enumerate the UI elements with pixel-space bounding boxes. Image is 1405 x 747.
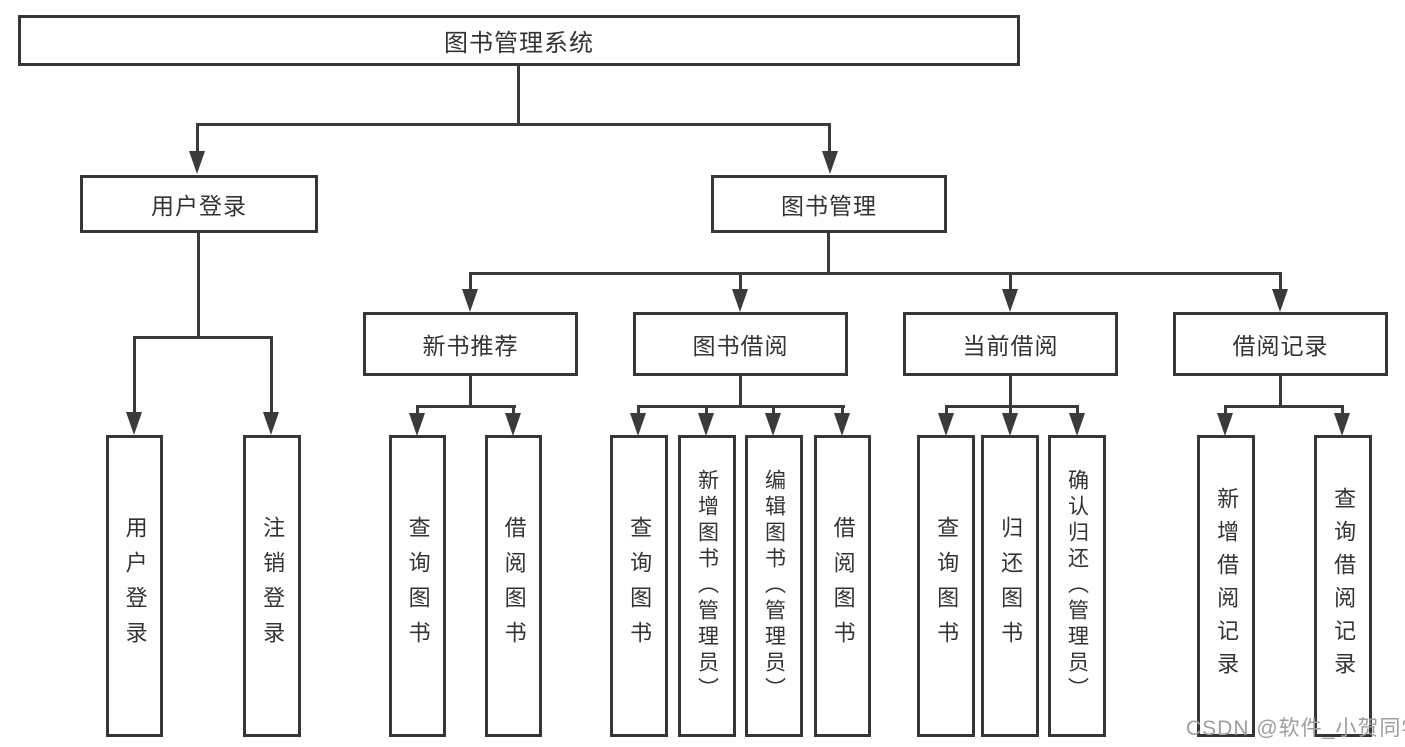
leaf-query-books: 查询图书 <box>610 435 668 737</box>
leaf-label: 新增借阅记录 <box>1214 487 1240 685</box>
node-borrowing-records: 借阅记录 <box>1173 312 1388 376</box>
arrow-down-icon <box>1069 413 1085 436</box>
leaf-label: 查询借阅记录 <box>1331 487 1357 685</box>
connector-line <box>637 405 640 415</box>
leaf-label: 新增图书（管理员） <box>695 469 719 703</box>
leaf-add-book-admin: 新增图书（管理员） <box>678 435 736 737</box>
connector-line <box>772 405 775 415</box>
leaf-borrow-books: 借阅图书 <box>485 435 542 737</box>
connector-line <box>1341 405 1344 415</box>
leaf-label: 查询图书 <box>934 516 960 656</box>
connector-line <box>416 405 419 415</box>
connector-line <box>739 376 742 408</box>
arrow-down-icon <box>938 413 954 436</box>
connector-line <box>827 233 830 275</box>
arrow-down-icon <box>1217 413 1233 436</box>
node-new-book-recommendation: 新书推荐 <box>363 312 578 376</box>
leaf-label: 用户登录 <box>122 516 148 656</box>
arrow-down-icon <box>732 289 748 312</box>
connector-line <box>945 405 1079 408</box>
leaf-label: 查询图书 <box>627 516 653 656</box>
leaf-query-books: 查询图书 <box>917 435 975 737</box>
node-current-borrowing: 当前借阅 <box>903 312 1118 376</box>
leaf-query-borrow-record: 查询借阅记录 <box>1314 435 1372 737</box>
leaf-borrow-books: 借阅图书 <box>814 435 871 737</box>
arrow-down-icon <box>765 413 781 436</box>
connector-line <box>1009 405 1012 415</box>
arrow-down-icon <box>409 413 425 436</box>
arrow-down-icon <box>630 413 646 436</box>
watermark-text: CSDN @软件_小贺同学 <box>1186 717 1405 740</box>
connector-line <box>841 405 844 415</box>
leaf-logout: 注销登录 <box>243 435 301 737</box>
connector-line <box>512 405 515 415</box>
connector-line <box>1279 376 1282 408</box>
arrow-down-icon <box>1002 413 1018 436</box>
connector-line <box>133 336 136 414</box>
connector-line <box>469 376 472 408</box>
node-label: 当前借阅 <box>962 333 1059 359</box>
leaf-label: 确认归还（管理员） <box>1065 469 1089 703</box>
node-library-system: 图书管理系统 <box>18 15 1020 66</box>
leaf-label: 归还图书 <box>998 516 1024 656</box>
arrow-down-icon <box>834 413 850 436</box>
node-label: 借阅记录 <box>1232 333 1329 359</box>
leaf-edit-book-admin: 编辑图书（管理员） <box>745 435 803 737</box>
arrow-down-icon <box>189 151 205 174</box>
connector-line <box>517 66 520 123</box>
leaf-add-borrow-record: 新增借阅记录 <box>1197 435 1255 737</box>
leaf-label: 借阅图书 <box>830 516 856 656</box>
node-label: 新书推荐 <box>422 333 519 359</box>
leaf-label: 注销登录 <box>260 516 286 656</box>
node-user-login: 用户登录 <box>80 175 318 233</box>
connector-line <box>1009 376 1012 408</box>
connector-line <box>1224 405 1344 408</box>
connector-line <box>739 272 742 291</box>
node-label: 用户登录 <box>151 193 247 219</box>
leaf-label: 借阅图书 <box>501 516 527 656</box>
leaf-user-login: 用户登录 <box>106 435 163 737</box>
leaf-label: 编辑图书（管理员） <box>762 469 786 703</box>
node-label: 图书管理系统 <box>444 30 594 57</box>
connector-line <box>416 405 516 408</box>
arrow-down-icon <box>263 412 279 435</box>
leaf-query-books: 查询图书 <box>389 435 446 737</box>
node-label: 图书借阅 <box>692 333 789 359</box>
connector-line <box>1009 272 1012 291</box>
arrow-down-icon <box>462 289 478 312</box>
connector-line <box>705 405 708 415</box>
connector-line <box>270 336 273 414</box>
node-label: 图书管理 <box>781 193 877 219</box>
connector-line <box>637 405 845 408</box>
arrow-down-icon <box>1002 289 1018 312</box>
leaf-label: 查询图书 <box>405 516 431 656</box>
leaf-return-book: 归还图书 <box>981 435 1039 737</box>
connector-line <box>196 123 831 126</box>
connector-line <box>197 233 200 337</box>
leaf-confirm-return-admin: 确认归还（管理员） <box>1048 435 1106 737</box>
arrow-down-icon <box>1334 413 1350 436</box>
connector-line <box>196 123 199 153</box>
node-book-management: 图书管理 <box>711 175 947 233</box>
connector-line <box>1076 405 1079 415</box>
node-book-borrowing: 图书借阅 <box>633 312 848 376</box>
connector-line <box>1224 405 1227 415</box>
arrow-down-icon <box>126 412 142 435</box>
connector-line <box>828 123 831 153</box>
arrow-down-icon <box>505 413 521 436</box>
connector-line <box>469 272 1281 275</box>
arrow-down-icon <box>698 413 714 436</box>
connector-line <box>945 405 948 415</box>
arrow-down-icon <box>822 151 838 174</box>
connector-line <box>133 336 273 339</box>
connector-line <box>469 272 472 291</box>
arrow-down-icon <box>1272 289 1288 312</box>
connector-line <box>1279 272 1282 291</box>
